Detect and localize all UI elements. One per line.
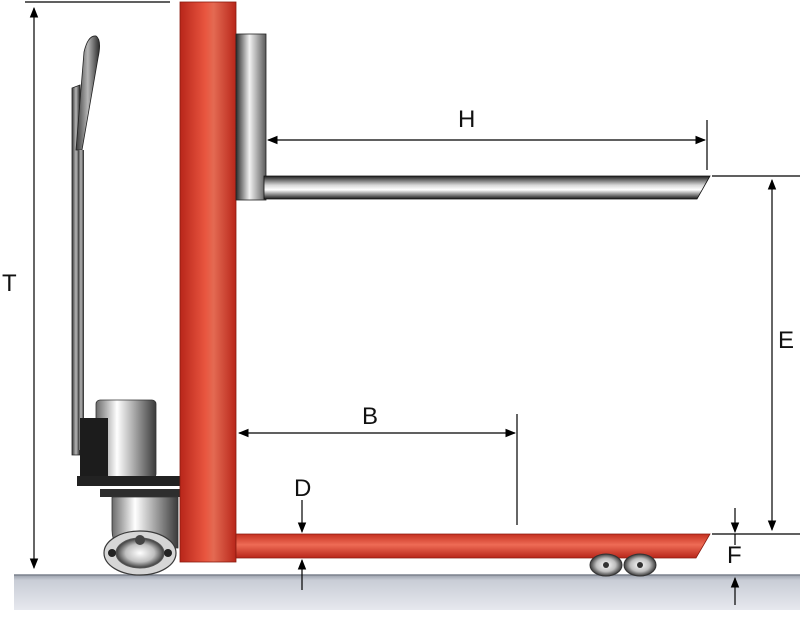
dimension-D: D [294,475,311,590]
label-F: F [727,542,742,569]
dimension-H: H [266,106,708,170]
lower-fork [235,533,711,559]
fork-carriage [235,33,267,201]
steering-wheel [103,530,177,576]
hydraulic-pump [80,399,157,479]
dimension-B: B [237,403,518,525]
floor [14,575,800,610]
label-H: H [458,106,475,133]
label-E: E [778,327,794,354]
dimension-E: E [712,175,800,535]
tiller-handle [71,35,100,456]
label-T: T [2,270,17,297]
label-B: B [362,403,378,430]
dimension-F: F [727,508,742,605]
mast [179,1,237,563]
dimension-T: T [2,1,170,570]
label-D: D [294,475,311,502]
upper-fork [263,175,711,200]
load-rollers [589,553,657,577]
